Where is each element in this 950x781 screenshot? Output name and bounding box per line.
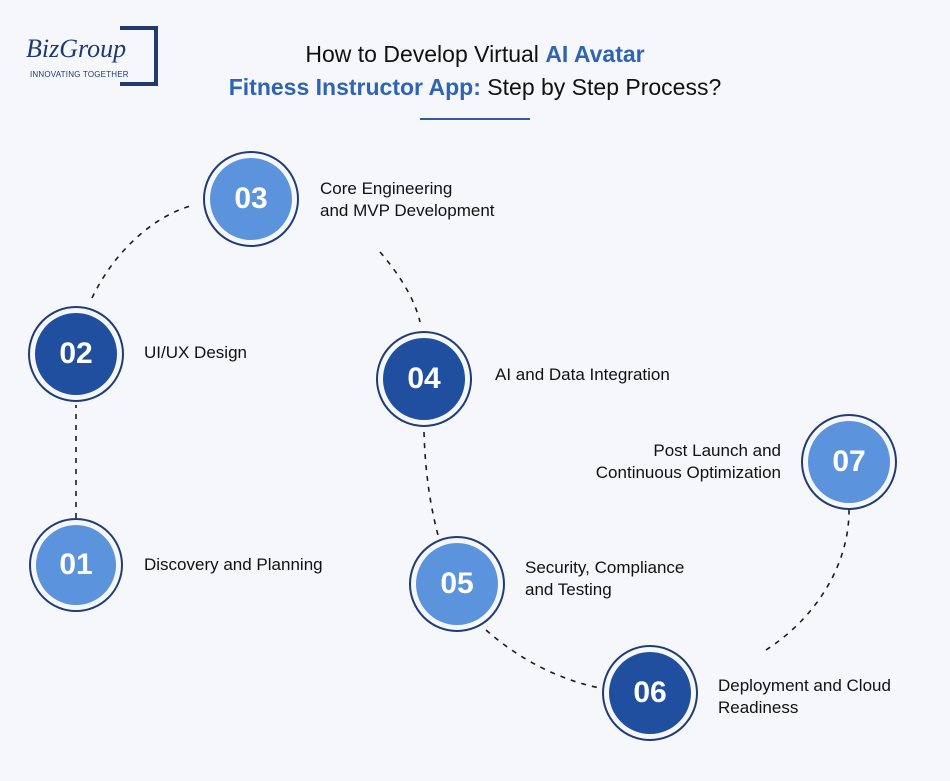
step-07-number: 07 xyxy=(808,421,890,503)
logo-tagline: INNOVATING TOGETHER xyxy=(30,70,129,79)
title-line-2: Fitness Instructor App: Step by Step Pro… xyxy=(160,71,790,104)
step-02-label-line-1: UI/UX Design xyxy=(144,343,247,362)
page-title: How to Develop Virtual AI Avatar Fitness… xyxy=(160,38,790,104)
step-07-label-line-1: Post Launch and xyxy=(653,441,781,460)
step-04-circle: 04 xyxy=(376,331,472,427)
logo-frame-shape xyxy=(120,26,158,86)
step-03-label-line-2: and MVP Development xyxy=(320,201,495,220)
step-01-number: 01 xyxy=(36,525,116,605)
step-03-number: 03 xyxy=(210,158,292,240)
step-02-label: UI/UX Design xyxy=(144,342,247,364)
step-06-circle: 06 xyxy=(602,645,698,741)
connector-02-03 xyxy=(91,204,195,299)
step-05-circle: 05 xyxy=(409,536,505,632)
step-01-circle: 01 xyxy=(29,518,123,612)
step-01-label: Discovery and Planning xyxy=(144,554,323,576)
step-06-number: 06 xyxy=(609,652,691,734)
title-line1-accent: AI Avatar xyxy=(545,41,645,67)
connector-03-04 xyxy=(379,251,421,323)
step-06-label: Deployment and Cloud Readiness xyxy=(718,675,891,719)
step-05-number: 05 xyxy=(416,543,498,625)
title-line2-accent: Fitness Instructor App: xyxy=(228,74,481,100)
step-07-label-line-2: Continuous Optimization xyxy=(595,463,781,482)
step-04-label-line-1: AI and Data Integration xyxy=(495,365,670,384)
connector-06-07 xyxy=(765,507,850,651)
title-line2-plain: Step by Step Process? xyxy=(480,74,722,100)
step-03-circle: 03 xyxy=(203,151,299,247)
connector-05-06 xyxy=(485,629,601,689)
logo-wordmark: BizGroup xyxy=(26,34,129,64)
step-05-label: Security, Compliance and Testing xyxy=(525,557,684,601)
step-05-label-line-1: Security, Compliance xyxy=(525,558,685,577)
step-01-label-line-1: Discovery and Planning xyxy=(144,555,323,574)
step-04-number: 04 xyxy=(383,338,465,420)
title-line1-plain: How to Develop Virtual xyxy=(305,41,546,67)
title-line-1: How to Develop Virtual AI Avatar xyxy=(160,38,790,71)
step-05-label-line-2: and Testing xyxy=(525,580,612,599)
step-04-label: AI and Data Integration xyxy=(495,364,670,386)
connector-04-05 xyxy=(423,431,439,536)
bizgroup-logo[interactable]: BizGroup INNOVATING TOGETHER xyxy=(22,24,162,86)
step-06-label-line-1: Deployment and Cloud xyxy=(718,676,891,695)
step-02-circle: 02 xyxy=(28,306,124,402)
step-03-label: Core Engineering and MVP Development xyxy=(320,178,495,222)
step-06-label-line-2: Readiness xyxy=(718,698,799,717)
step-07-label: Post Launch and Continuous Optimization xyxy=(540,440,781,484)
step-02-number: 02 xyxy=(35,313,117,395)
step-03-label-line-1: Core Engineering xyxy=(320,179,453,198)
title-underline xyxy=(420,118,530,120)
step-07-circle: 07 xyxy=(801,414,897,510)
